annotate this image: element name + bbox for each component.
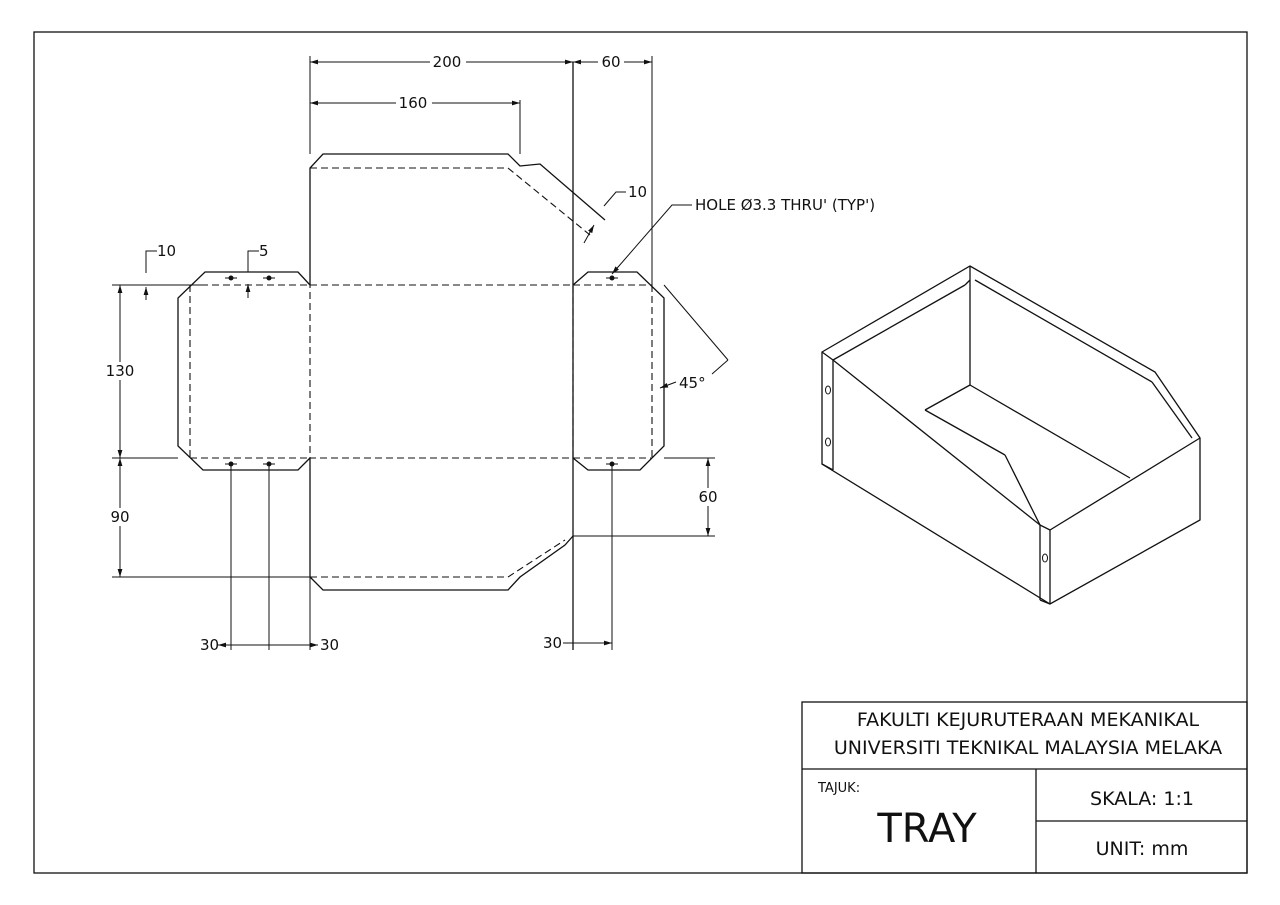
isometric-view bbox=[821, 265, 1201, 605]
dim-10-flap: 10 bbox=[628, 183, 647, 201]
hole-markers bbox=[225, 275, 618, 467]
tajuk-label: TAJUK: bbox=[817, 781, 860, 796]
sheet-border bbox=[33, 31, 1248, 874]
dim-60-top: 60 bbox=[601, 53, 620, 71]
dim-10-left: 10 bbox=[157, 242, 176, 260]
dim-30-c: 30 bbox=[543, 634, 562, 652]
hole-note-leader bbox=[611, 204, 692, 275]
dim-130: 130 bbox=[106, 362, 135, 380]
dim-160: 160 bbox=[399, 94, 428, 112]
flat-pattern: 200 60 160 10 10 5 130 90 60 30 30 30 45… bbox=[104, 53, 875, 654]
title-block: FAKULTI KEJURUTERAAN MEKANIKAL UNIVERSIT… bbox=[801, 701, 1248, 874]
dim-90: 90 bbox=[110, 508, 129, 526]
base-panel bbox=[309, 284, 574, 459]
dim-200: 200 bbox=[433, 53, 462, 71]
drawing-title: TRAY bbox=[876, 806, 977, 852]
university-name: UNIVERSITI TEKNIKAL MALAYSIA MELAKA bbox=[834, 737, 1222, 759]
right-side-outline bbox=[572, 271, 665, 471]
dim-30-a: 30 bbox=[200, 636, 219, 654]
dim-leader-10-left bbox=[145, 250, 157, 273]
dim-leader-5 bbox=[247, 250, 259, 272]
hole-note: HOLE Ø3.3 THRU' (TYP') bbox=[695, 196, 875, 214]
bottom-flap-outline bbox=[309, 458, 574, 591]
dim-60-right: 60 bbox=[698, 488, 717, 506]
angle-arc bbox=[659, 381, 677, 389]
dim-5: 5 bbox=[259, 242, 269, 260]
unit-label: UNIT: mm bbox=[1096, 838, 1189, 860]
dimension-labels: 200 60 160 10 10 5 130 90 60 30 30 30 45… bbox=[104, 53, 875, 654]
scale-label: SKALA: 1:1 bbox=[1090, 788, 1194, 810]
dim-leader-10-flap bbox=[603, 191, 626, 207]
left-side-outline bbox=[177, 271, 311, 471]
top-flap-outline bbox=[309, 153, 606, 285]
faculty-name: FAKULTI KEJURUTERAAN MEKANIKAL bbox=[857, 709, 1200, 731]
dim-angle-45: 45° bbox=[679, 374, 706, 392]
dim-30-b: 30 bbox=[320, 636, 339, 654]
